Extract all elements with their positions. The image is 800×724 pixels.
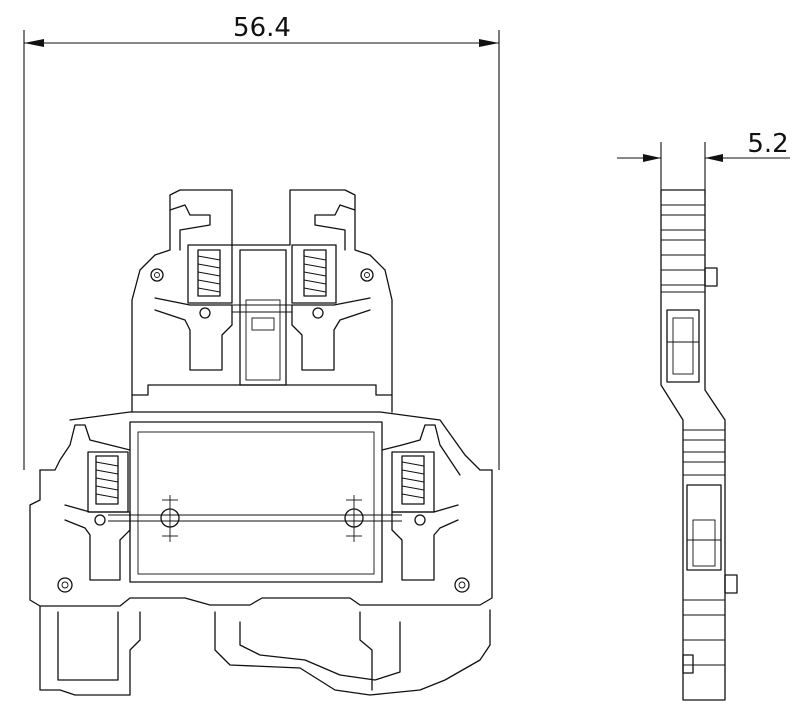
upper-right-clamp-hole [312, 307, 324, 319]
upper-left-rivet [150, 268, 164, 282]
lower-right-screw-housing [391, 451, 435, 513]
upper-right-screw-thread [303, 255, 327, 293]
lower-right-screw-thread [401, 461, 425, 499]
lower-right-rivet [454, 577, 470, 593]
front-view [29, 189, 493, 696]
thickness-dimension-label: 5.2 [747, 129, 788, 159]
rail-groove-inner [239, 621, 401, 681]
lower-right-rivet-inner [458, 581, 466, 589]
side-top-ribs [661, 204, 705, 293]
thickness-arrow-right [705, 154, 723, 162]
lower-housing [69, 411, 493, 471]
lower-left-rivet [57, 577, 73, 593]
upper-step [131, 384, 393, 396]
foot-left [39, 605, 141, 696]
foot-right [359, 611, 373, 691]
lower-left-screw [95, 455, 119, 505]
bridge-gear-right [344, 495, 364, 542]
width-dimension: 56.4 [23, 13, 500, 470]
upper-left-screw [197, 249, 221, 297]
lower-left-terminal [39, 424, 131, 593]
upper-left-terminal [150, 204, 233, 371]
lower-left-clamp [64, 504, 131, 581]
side-tab-upper [704, 267, 718, 287]
width-dimension-label: 56.4 [233, 13, 291, 43]
upper-right-clamp [291, 297, 371, 371]
lower-center-window [137, 431, 375, 575]
lower-left-screw-housing [87, 451, 129, 513]
lower-right-wall [381, 424, 461, 476]
rail-groove [214, 609, 491, 696]
upper-left-cap [169, 204, 211, 251]
upper-housing [131, 189, 393, 413]
side-mid-ribs [683, 429, 725, 476]
upper-left-screw-housing [187, 244, 233, 304]
upper-right-terminal [291, 204, 374, 371]
thickness-dimension: 5.2 [617, 129, 790, 195]
side-window-upper [666, 309, 700, 383]
lower-right-clamp-hole [414, 514, 426, 526]
side-window-lower [686, 484, 722, 571]
lower-left-screw-thread [95, 461, 119, 499]
side-bottom-ribs [683, 599, 725, 666]
upper-right-cap [314, 204, 356, 251]
side-foot-notch [682, 654, 694, 674]
upper-left-clamp [154, 297, 233, 371]
side-view [660, 189, 738, 701]
side-window-upper-inner [672, 317, 694, 375]
lower-left-rivet-inner [61, 581, 69, 589]
upper-left-rivet-inner [154, 272, 160, 278]
upper-right-screw-housing [291, 244, 337, 304]
width-arrow-right [479, 39, 499, 47]
upper-left-clamp-hole [199, 307, 211, 319]
side-tab-lower [724, 574, 738, 594]
side-outline [660, 189, 726, 701]
lower-left-wall [39, 424, 131, 471]
lower-right-clamp [391, 504, 459, 581]
lower-left-clamp-hole [94, 514, 106, 526]
thickness-arrow-left [643, 154, 661, 162]
foot-left-inner [57, 611, 119, 681]
side-window-lower-inner [692, 519, 716, 567]
lower-right-screw [401, 455, 425, 505]
upper-left-screw-thread [197, 255, 221, 293]
upper-right-screw [303, 249, 327, 297]
upper-right-rivet [360, 268, 374, 282]
width-arrow-left [24, 39, 44, 47]
lower-center-block [129, 421, 383, 583]
lower-right-terminal [381, 424, 470, 593]
bridge-gear-left [160, 495, 180, 542]
upper-center-connector [232, 249, 292, 386]
base-outline [29, 469, 493, 607]
upper-right-rivet-inner [364, 272, 370, 278]
